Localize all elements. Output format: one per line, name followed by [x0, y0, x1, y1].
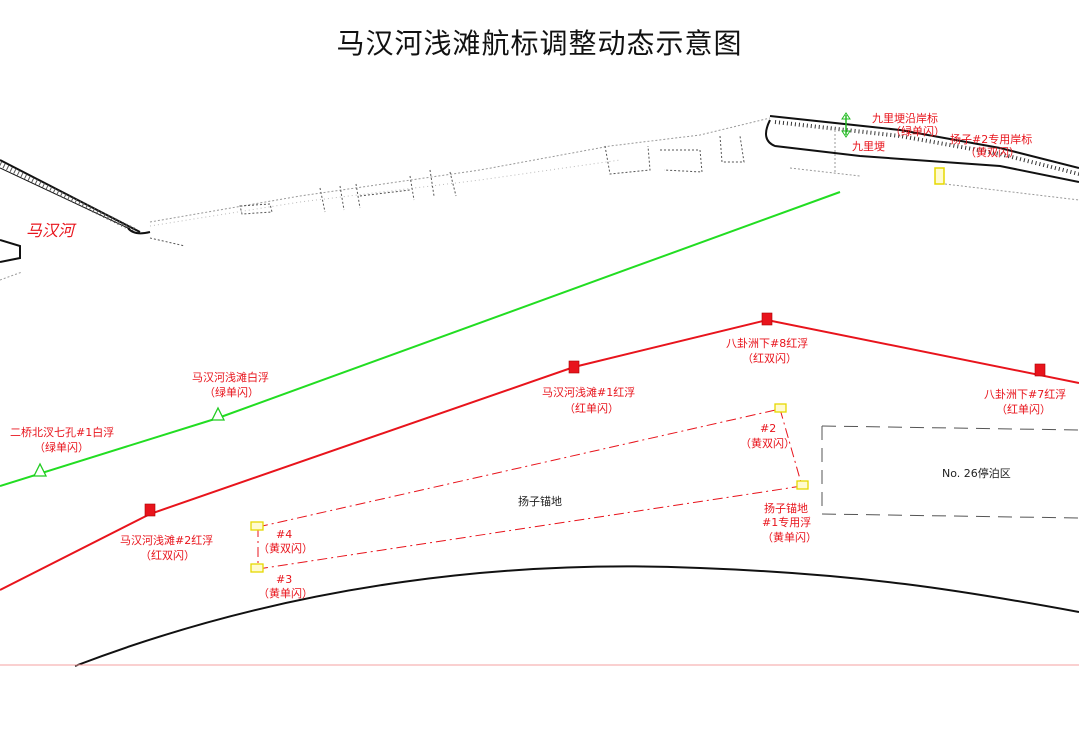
buoy-3-light: （黄单闪）: [258, 586, 313, 600]
buoy-3-name: #3: [276, 573, 292, 586]
yangzi-1-name: 扬子锚地: [764, 501, 808, 515]
pier-4: [604, 145, 651, 175]
anchorage-label: 扬子锚地: [518, 494, 562, 508]
bagua-7-buoy: [1034, 363, 1046, 377]
mahan-red1-buoy: [568, 360, 580, 374]
pier-3: [319, 169, 457, 213]
jiuli-shore-mark: [841, 112, 851, 138]
mahan-red1-light: （红单闪）: [564, 401, 619, 415]
buoy-4-marker: [250, 521, 264, 531]
berth-area: [821, 425, 1079, 519]
erqiao-white-buoy: [32, 462, 48, 477]
buoy-3-marker: [250, 563, 264, 573]
erqiao-white-light: （绿单闪）: [34, 440, 89, 454]
berth-label: No. 26停泊区: [942, 466, 1011, 480]
mahan-red1-name: 马汉河浅滩#1红浮: [542, 385, 635, 399]
bagua-8-buoy: [761, 312, 773, 326]
anchorage-boundary: [257, 408, 803, 570]
bagua-7-name: 八卦洲下#7红浮: [984, 387, 1066, 401]
pier-2: [239, 203, 273, 215]
yangzi-1-name2: #1专用浮: [762, 515, 811, 529]
yangzi-2-shore-light: （黄双闪）: [965, 145, 1020, 159]
jiulikeng-shore: [765, 115, 1079, 201]
pier-5: [660, 149, 703, 173]
yangzi-1-light: （黄单闪）: [762, 530, 817, 544]
mahan-white-buoy: [210, 406, 226, 421]
bagua-8-light: （红双闪）: [742, 351, 797, 365]
yangzi-shore-dots: [944, 183, 1079, 201]
bank-hatch: [0, 161, 136, 233]
pier-1: [149, 237, 186, 247]
jiulikeng-outer: [769, 115, 1079, 169]
bagua-7-light: （红单闪）: [996, 402, 1051, 416]
left-stub: [0, 239, 21, 263]
left-stub-dots: [0, 271, 23, 281]
pier-6: [719, 135, 745, 163]
bagua-8-name: 八卦洲下#8红浮: [726, 336, 808, 350]
mahan-red2-buoy: [144, 503, 156, 517]
map-title: 马汉河浅滩航标调整动态示意图: [336, 27, 743, 60]
yangzi-2-shore-name: 扬子#2专用岸标: [950, 132, 1032, 146]
jiulikeng-dots: [789, 130, 861, 177]
jiuli-shore-light: （绿单闪）: [890, 124, 945, 138]
river-label: 马汉河: [26, 221, 77, 240]
buoy-2-marker: [774, 403, 787, 413]
buoy-2-light: （黄双闪）: [740, 436, 795, 450]
erqiao-white-name: 二桥北汊七孔#1白浮: [10, 425, 114, 439]
buoy-2-name: #2: [760, 422, 776, 435]
red-buoy-markers: [144, 312, 1046, 517]
shore-dots-line: [149, 117, 771, 223]
buoy-4-light: （黄双闪）: [258, 541, 313, 555]
jiulikeng-inner: [765, 119, 1079, 183]
jiulikeng-label: 九里埂: [852, 140, 885, 153]
mahan-red2-name: 马汉河浅滩#2红浮: [120, 533, 213, 547]
jiulikeng-hatch: [774, 120, 1079, 176]
bank-small-bend: [127, 227, 151, 235]
yangzi-2-shore-mark: [934, 167, 945, 185]
north-bank: [0, 117, 771, 281]
buoy-4-name: #4: [276, 528, 292, 541]
mahan-white-name: 马汉河浅滩白浮: [192, 370, 269, 384]
jiuli-shore-name: 九里埂沿岸标: [872, 111, 938, 125]
green-channel-line: [0, 191, 841, 487]
yellow-buoys: [250, 403, 809, 573]
south-bank-curve: [74, 565, 1079, 667]
mahan-white-light: （绿单闪）: [204, 385, 259, 399]
mahan-red2-light: （红双闪）: [140, 548, 195, 562]
buoy-1-marker: [796, 480, 809, 490]
